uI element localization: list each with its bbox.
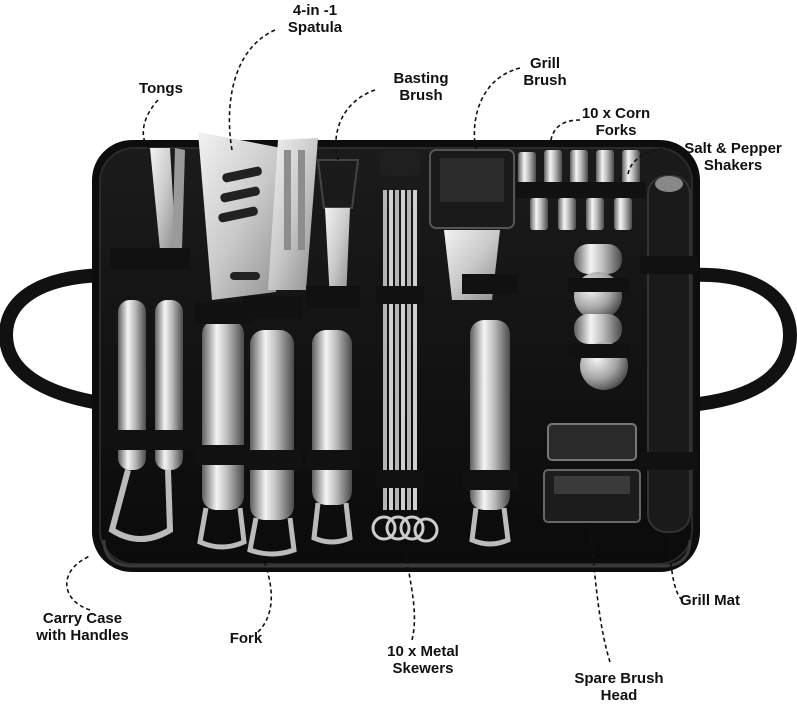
- grill-brush-icon: [429, 149, 518, 547]
- leader-salt-pepper: [627, 147, 671, 177]
- label-spatula: 4-in -1 Spatula: [270, 2, 360, 36]
- label-salt-pepper: Salt & Pepper Shakers: [672, 140, 794, 174]
- label-line: 10 x Metal: [387, 643, 459, 660]
- label-line: 10 x Corn: [581, 105, 651, 122]
- skewers-icon: [371, 190, 439, 543]
- shakers-icon: [568, 244, 630, 390]
- leader-grill-brush: [473, 67, 521, 151]
- label-line: 4-in -1: [292, 2, 338, 19]
- spare-brush-head-icon: [543, 423, 641, 523]
- label-line: Grill Mat: [679, 592, 740, 609]
- leader-fork: [257, 555, 273, 633]
- label-tongs: Tongs: [125, 80, 197, 97]
- fork-icon: [244, 138, 318, 557]
- leader-tongs: [142, 99, 159, 151]
- label-basting-brush: Basting Brush: [378, 70, 464, 104]
- label-skewers: 10 x Metal Skewers: [370, 643, 476, 677]
- spatula-icon: [195, 132, 292, 550]
- label-line: Tongs: [139, 80, 183, 97]
- corn-forks-icon: [516, 150, 646, 230]
- label-line: Spare Brush: [574, 670, 664, 687]
- label-line: Spatula: [287, 19, 343, 36]
- label-line: Carry Case: [42, 610, 123, 627]
- leader-spare-brush: [589, 524, 611, 663]
- tongs-icon: [108, 148, 190, 542]
- label-line: Basting: [393, 70, 449, 87]
- label-line: Skewers: [392, 660, 454, 677]
- label-line: Fork: [229, 630, 263, 647]
- label-line: Grill: [529, 55, 560, 72]
- label-line: Brush: [399, 87, 443, 104]
- label-line: Forks: [595, 122, 637, 139]
- label-line: Brush: [523, 72, 567, 89]
- leader-carry-case: [65, 555, 91, 611]
- leader-corn-forks: [549, 119, 581, 151]
- label-grill-mat: Grill Mat: [660, 592, 760, 609]
- case-handle-icon: [0, 267, 797, 412]
- grill-mat-icon: [640, 175, 698, 533]
- leader-basting: [335, 89, 376, 161]
- label-line: Salt & Pepper: [684, 140, 782, 157]
- label-fork: Fork: [216, 630, 276, 647]
- leader-lines: [65, 29, 683, 663]
- leader-skewers: [403, 544, 416, 641]
- label-corn-forks: 10 x Corn Forks: [566, 105, 666, 139]
- label-grill-brush: Grill Brush: [510, 55, 580, 89]
- label-carry-case: Carry Case with Handles: [20, 610, 145, 644]
- label-spare-brush-head: Spare Brush Head: [555, 670, 683, 704]
- leader-grill-mat: [669, 534, 683, 601]
- label-line: Head: [600, 687, 638, 704]
- basting-brush-icon: [306, 159, 360, 545]
- label-line: Shakers: [703, 157, 763, 174]
- leader-spatula: [228, 29, 276, 151]
- label-line: with Handles: [36, 627, 129, 644]
